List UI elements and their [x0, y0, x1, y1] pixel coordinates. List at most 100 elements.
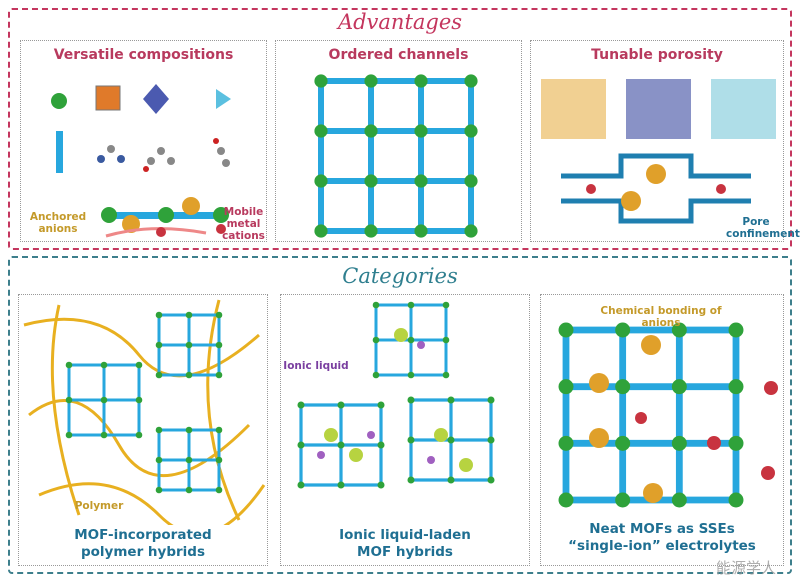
advantages-section: Advantages Versatile compositions Anchor… — [8, 8, 800, 250]
metal-node — [728, 379, 744, 395]
metal-node — [728, 322, 744, 338]
metal-node — [487, 396, 495, 404]
label-anchored-anions: Anchored anions — [29, 211, 87, 235]
metal-node — [407, 436, 415, 444]
metal-node — [65, 431, 73, 439]
metal-node — [314, 174, 328, 188]
metal-node — [215, 371, 223, 379]
metal-node — [337, 481, 345, 489]
metal-node — [615, 379, 631, 395]
label-pore-confinement: Pore confinement — [726, 216, 800, 240]
panel-versatile-compositions: Versatile compositions Anchored anions M… — [20, 40, 267, 242]
label-polymer: Polymer — [74, 500, 124, 512]
metal-node — [372, 301, 380, 309]
metal-node — [615, 322, 631, 338]
metal-node — [185, 341, 193, 349]
advantages-title: Advantages — [337, 10, 463, 34]
metal-node — [377, 441, 385, 449]
metal-node — [297, 441, 305, 449]
categories-title: Categories — [342, 264, 458, 288]
caption-line: MOF hybrids — [357, 544, 453, 560]
metal-node — [135, 431, 143, 439]
metal-node — [407, 396, 415, 404]
metal-node — [558, 322, 574, 338]
metal-node — [407, 301, 415, 309]
metal-node — [155, 426, 163, 434]
label-chemical-bonding: Chemical bonding of anions — [600, 305, 722, 329]
metal-node — [728, 435, 744, 451]
metal-node — [407, 371, 415, 379]
metal-node — [414, 74, 428, 88]
metal-node — [364, 174, 378, 188]
caption-line: Neat MOFs as SSEs — [589, 521, 735, 537]
metal-node — [558, 492, 574, 508]
metal-node — [135, 361, 143, 369]
mof-particle — [407, 396, 495, 484]
metal-node — [671, 435, 687, 451]
metal-node — [155, 311, 163, 319]
metal-node — [442, 301, 450, 309]
metal-node — [314, 224, 328, 238]
metal-node — [215, 311, 223, 319]
caption-line: MOF-incorporated — [74, 527, 212, 543]
metal-node — [414, 224, 428, 238]
metal-node — [671, 379, 687, 395]
label-ionic-liquid: Ionic liquid — [283, 360, 349, 372]
metal-node — [464, 224, 478, 238]
metal-node — [442, 336, 450, 344]
metal-node — [407, 476, 415, 484]
metal-node — [215, 426, 223, 434]
metal-node — [215, 486, 223, 494]
caption-line: polymer hybrids — [80, 544, 205, 560]
metal-node — [185, 426, 193, 434]
metal-node — [297, 401, 305, 409]
metal-node — [215, 341, 223, 349]
lattice-illustration — [314, 74, 478, 238]
caption: Neat MOFs as SSEs“single-ion” electrolyt… — [541, 521, 783, 555]
metal-node — [185, 371, 193, 379]
metal-node — [297, 481, 305, 489]
metal-node — [728, 492, 744, 508]
panel-tunable-porosity: Tunable porosity Pore confinement — [530, 40, 800, 242]
metal-node — [487, 436, 495, 444]
metal-node — [442, 371, 450, 379]
metal-node — [464, 74, 478, 88]
anion-markers — [589, 335, 778, 503]
metal-node — [558, 379, 574, 395]
metal-node — [447, 476, 455, 484]
metal-node — [447, 396, 455, 404]
mof-particle — [155, 426, 223, 494]
metal-node — [314, 74, 328, 88]
metal-node — [372, 336, 380, 344]
metal-node — [671, 322, 687, 338]
metal-node — [558, 435, 574, 451]
metal-node — [185, 311, 193, 319]
metal-node — [100, 361, 108, 369]
mof-particle — [155, 311, 223, 379]
metal-node — [407, 336, 415, 344]
metal-node — [615, 492, 631, 508]
metal-node — [155, 456, 163, 464]
metal-node — [185, 486, 193, 494]
caption-line: Ionic liquid-laden — [339, 527, 471, 543]
metal-node — [155, 341, 163, 349]
metal-node — [215, 456, 223, 464]
label-mobile-cations: Mobile metal cations — [222, 206, 265, 242]
panel-neat-mofs: Chemical bonding of anions Neat MOFs as … — [540, 294, 784, 566]
panel-title: Ordered channels — [328, 47, 469, 63]
caption-line: “single-ion” electrolytes — [568, 538, 756, 554]
metal-node — [414, 174, 428, 188]
metal-node — [377, 401, 385, 409]
metal-node — [414, 124, 428, 138]
metal-node — [372, 371, 380, 379]
mof-particle — [65, 361, 143, 439]
metal-node — [100, 396, 108, 404]
metal-node — [377, 481, 385, 489]
watermark: 能源学人 — [715, 559, 776, 577]
